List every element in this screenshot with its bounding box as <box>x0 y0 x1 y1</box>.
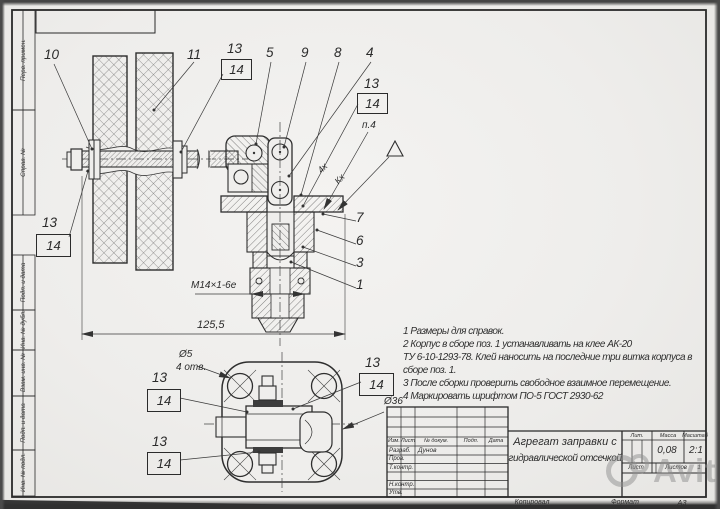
tb-row-razrab: Разраб. <box>389 447 411 454</box>
technical-notes: 1 Размеры для справок. 2 Корпус в сборе … <box>403 325 706 403</box>
callout-11: 11 <box>187 47 202 62</box>
callout-13-f: 13 <box>365 355 381 370</box>
dim-thread: М14×1-6е <box>191 280 237 291</box>
tb-col-doc: № докум. <box>423 438 449 444</box>
tb-col-data: Дата <box>488 438 504 444</box>
callout-6: 6 <box>356 233 364 248</box>
callout-1: 1 <box>356 277 364 292</box>
tb-massa-label: Масса <box>659 432 677 439</box>
callout-14-a: 14 <box>229 62 244 77</box>
side-view <box>62 52 404 346</box>
dim-flange-dia: Ø36 <box>384 396 403 407</box>
sheet-frame <box>11 9 707 498</box>
dim-hole-qty: 4 отв. <box>176 362 207 373</box>
callout-14-f: 14 <box>369 377 384 392</box>
tb-col-podp: Подп. <box>463 438 479 444</box>
tb-col-list: Лист <box>400 438 416 444</box>
margin-label-podp-data-2: Подп. и дата <box>20 403 27 443</box>
tb-listov-value: 1 <box>697 463 701 471</box>
dim-hole-dia: Ø5 <box>179 349 193 360</box>
margin-label-vzam-inv: Взам. инв. № <box>20 353 27 392</box>
tb-list-label: Лист <box>628 465 644 471</box>
note-line-3: ТУ 6-10-1293-78. Клей наносить на послед… <box>403 352 693 363</box>
callout-14-box-f: 14 <box>359 373 394 396</box>
tb-format-value: А3 <box>677 497 687 507</box>
leader-lines-side <box>53 61 390 289</box>
tb-title-line2: гидравлической отсечкой <box>508 453 622 464</box>
callout-14-box-d: 14 <box>147 389 181 412</box>
callout-13-b: 13 <box>364 76 380 91</box>
margin-label-inv-podl: Инв. № подл. <box>20 452 27 493</box>
tb-masshtab-label: Масштаб <box>682 432 708 439</box>
tb-masshtab-value: 2:1 <box>689 445 703 456</box>
callout-13-c: 13 <box>42 215 58 230</box>
callout-8: 8 <box>334 45 342 60</box>
title-block-grid <box>386 406 706 498</box>
callout-5: 5 <box>266 45 274 60</box>
callout-10: 10 <box>44 47 60 62</box>
tb-row-prov: Пров. <box>389 456 405 462</box>
tb-col-izm: Изм. <box>388 438 400 444</box>
tb-row-tkontr: Т.контр. <box>389 464 414 471</box>
dim-overall: 125,5 <box>197 319 225 331</box>
tb-listov-label: Листов <box>665 465 687 471</box>
callout-7: 7 <box>356 210 364 225</box>
callout-14-box-a: 14 <box>221 59 252 80</box>
callout-14-c: 14 <box>46 238 61 253</box>
callout-14-b: 14 <box>365 96 380 111</box>
callout-13-e: 13 <box>152 434 168 449</box>
leader-lines-bottom <box>179 365 385 461</box>
note-line-1: 1 Размеры для справок. <box>403 326 504 337</box>
tb-kopiroval: Копировал <box>514 499 550 506</box>
dimension-lines <box>81 176 346 340</box>
bottom-view <box>204 352 360 492</box>
callout-14-box-b: 14 <box>357 93 388 114</box>
note-line-2: 2 Корпус в сборе поз. 1 устанавливать на… <box>403 339 632 350</box>
margin-label-sprav-no: Справ. № <box>20 148 27 177</box>
tb-title-line1: Агрегат заправки с <box>513 436 617 448</box>
callout-14-d: 14 <box>156 393 172 408</box>
margin-label-perv-primen: Перв. примен. <box>20 39 27 81</box>
callout-9: 9 <box>301 45 309 60</box>
note-line-4: сборе поз. 1. <box>403 365 457 376</box>
tb-razrab-name: Дунов <box>418 446 437 454</box>
tb-massa-value: 0,08 <box>657 445 677 456</box>
tb-format-label: Формат <box>611 499 639 506</box>
note-line-6: 4 Маркировать шрифтом ПО-5 ГОСТ 2930-62 <box>403 391 604 402</box>
note-ref-p4: п.4 <box>362 120 376 131</box>
note-line-5: 3 После сборки проверить свободное взаим… <box>403 378 672 389</box>
callout-4: 4 <box>366 45 374 60</box>
tb-lit-label: Лит. <box>630 432 644 439</box>
callout-3: 3 <box>356 255 364 270</box>
callout-14-box-e: 14 <box>147 452 181 475</box>
margin-label-podp-data-1: Подп. и дата <box>20 262 27 303</box>
callout-14-e: 14 <box>156 456 172 471</box>
callout-14-box-c: 14 <box>36 234 71 257</box>
tb-row-nkontr: Н.контр. <box>389 481 415 488</box>
callout-13-d: 13 <box>152 370 168 385</box>
callout-13-a: 13 <box>227 41 243 56</box>
tb-row-utv: Утв. <box>389 490 403 496</box>
margin-label-inv-dubl: Инв. № дубл. <box>20 310 27 349</box>
